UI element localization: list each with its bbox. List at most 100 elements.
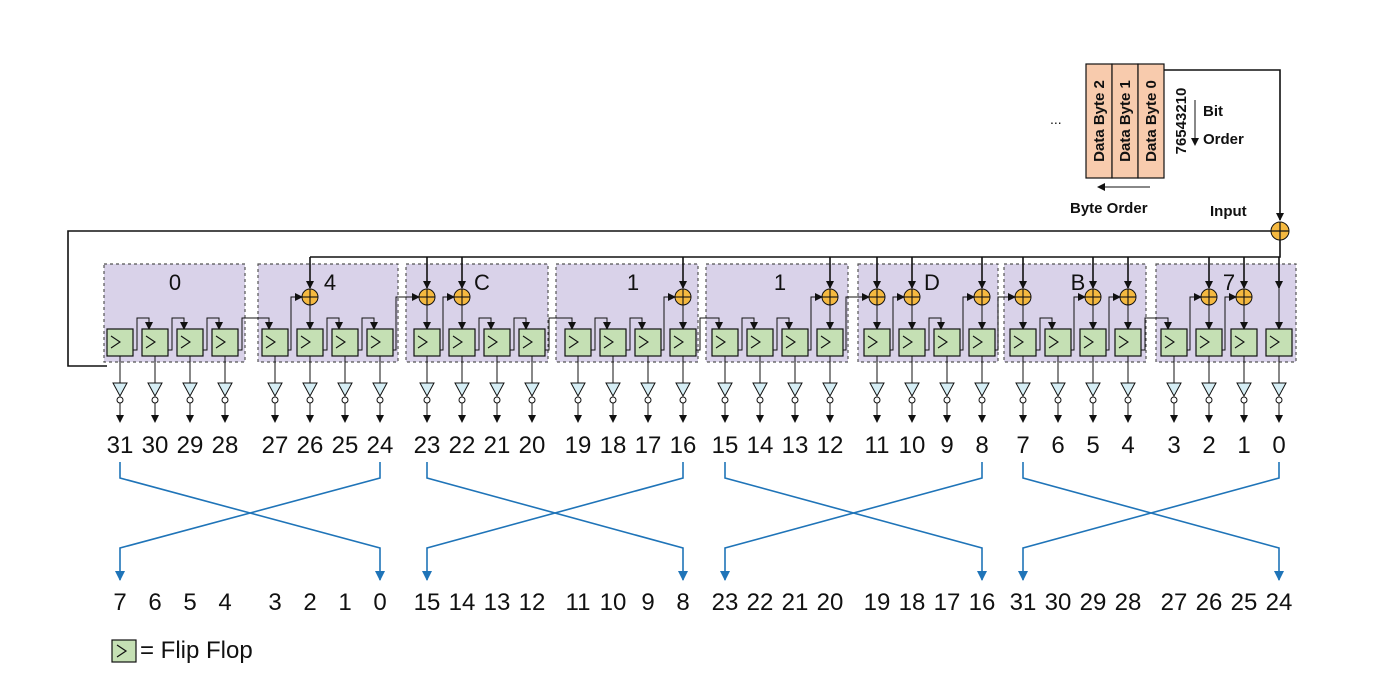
- flip-flop: [413, 328, 441, 357]
- output-bit-label: 18: [600, 432, 627, 459]
- output-bit-label: 23: [414, 432, 441, 459]
- flip-flop: [711, 328, 739, 357]
- reordered-bit-label: 29: [1080, 589, 1107, 616]
- output-inverter: [217, 382, 233, 423]
- bit-order-label-1: Bit: [1203, 103, 1223, 120]
- xor-gate: [973, 288, 991, 306]
- output-bit-label: 10: [899, 432, 926, 459]
- nibble-hex-label: 0: [169, 270, 181, 295]
- output-bit-label: 26: [297, 432, 324, 459]
- flip-flop: [1265, 328, 1293, 357]
- nibble-hex-label: C: [474, 270, 490, 295]
- output-bit-label: 21: [484, 432, 511, 459]
- nibble-hex-label: 1: [627, 270, 639, 295]
- output-bit-label: 30: [142, 432, 169, 459]
- flip-flop: [1230, 328, 1258, 357]
- output-bit-label: 2: [1202, 432, 1215, 459]
- flip-flop: [564, 328, 592, 357]
- output-inverter: [454, 382, 470, 423]
- output-inverter: [372, 382, 388, 423]
- output-inverter: [675, 382, 691, 423]
- output-buffers: [112, 382, 1287, 423]
- flip-flop: [669, 328, 697, 357]
- data-bytes-box: Data Byte 2 Data Byte 1 Data Byte 0: [1085, 63, 1165, 179]
- reordered-bit-label: 11: [566, 589, 591, 616]
- xor-gates: [301, 288, 1253, 306]
- reordered-bit-label: 3: [268, 589, 281, 616]
- reordered-bit-label: 0: [373, 589, 386, 616]
- reordered-bit-label: 23: [712, 589, 739, 616]
- output-bit-label: 11: [865, 432, 890, 459]
- flip-flop: [599, 328, 627, 357]
- output-bit-label: 7: [1016, 432, 1029, 459]
- output-inverter: [717, 382, 733, 423]
- flip-flops: [106, 328, 1293, 357]
- byte-swap-arrow: [119, 462, 385, 581]
- output-inverter: [419, 382, 435, 423]
- output-inverter: [302, 382, 318, 423]
- flip-flop: [518, 328, 546, 357]
- flip-flop: [1079, 328, 1107, 357]
- flip-flop: [746, 328, 774, 357]
- output-bit-label: 29: [177, 432, 204, 459]
- output-bit-label: 22: [449, 432, 476, 459]
- flip-flop: [1044, 328, 1072, 357]
- reordered-bit-label: 5: [183, 589, 196, 616]
- reordered-bit-label: 25: [1231, 589, 1258, 616]
- bit-order-label-2: Order: [1203, 131, 1244, 148]
- output-bit-label: 8: [975, 432, 988, 459]
- output-inverter: [752, 382, 768, 423]
- reordered-bit-label: 19: [864, 589, 891, 616]
- output-inverter: [489, 382, 505, 423]
- byte-order-label: Byte Order: [1070, 200, 1148, 217]
- output-inverter: [267, 382, 283, 423]
- output-inverter: [112, 382, 128, 423]
- flip-flop: [211, 328, 239, 357]
- reordered-bit-label: 28: [1115, 589, 1142, 616]
- reordered-bit-label: 7: [113, 589, 126, 616]
- flip-flop: [1195, 328, 1223, 357]
- reordered-bit-label: 20: [817, 589, 844, 616]
- flip-flop: [1114, 328, 1142, 357]
- byte-swap-arrow: [720, 462, 983, 581]
- nibble-hex-label: 4: [324, 270, 336, 295]
- output-inverter: [182, 382, 198, 423]
- output-inverter: [1015, 382, 1031, 423]
- output-bit-label: 5: [1086, 432, 1099, 459]
- reordered-bit-label: 6: [148, 589, 161, 616]
- reordered-bit-label: 12: [519, 589, 546, 616]
- reordered-bit-label: 1: [338, 589, 351, 616]
- reordered-bit-label: 21: [782, 589, 809, 616]
- reordered-bit-label: 2: [303, 589, 316, 616]
- output-inverter: [1201, 382, 1217, 423]
- xor-gate: [903, 288, 921, 306]
- reordered-bit-label: 8: [676, 589, 689, 616]
- output-bit-label: 6: [1051, 432, 1064, 459]
- reordered-bit-label: 18: [899, 589, 926, 616]
- output-inverter: [904, 382, 920, 423]
- reordered-bit-label: 4: [218, 589, 231, 616]
- output-inverter: [1271, 382, 1287, 423]
- output-bit-label: 17: [635, 432, 662, 459]
- byte-swap-arrow: [1018, 462, 1280, 581]
- reordered-bit-label: 9: [641, 589, 654, 616]
- input-xor-gate: [1270, 221, 1290, 241]
- output-bit-label: 20: [519, 432, 546, 459]
- nibble-hex-label: B: [1071, 270, 1086, 295]
- output-inverter: [974, 382, 990, 423]
- data-ellipsis: ...: [1050, 111, 1062, 127]
- output-bit-label: 0: [1272, 432, 1285, 459]
- flip-flop: [933, 328, 961, 357]
- flip-flop: [261, 328, 289, 357]
- reordered-bit-label: 22: [747, 589, 774, 616]
- xor-gate: [418, 288, 436, 306]
- output-inverter: [640, 382, 656, 423]
- flip-flop: [296, 328, 324, 357]
- output-inverter: [939, 382, 955, 423]
- xor-gate: [453, 288, 471, 306]
- flip-flop: [141, 328, 169, 357]
- output-inverter: [1120, 382, 1136, 423]
- feedback-bus-wire: [310, 240, 1281, 258]
- output-bit-label: 1: [1237, 432, 1250, 459]
- output-bit-label: 15: [712, 432, 739, 459]
